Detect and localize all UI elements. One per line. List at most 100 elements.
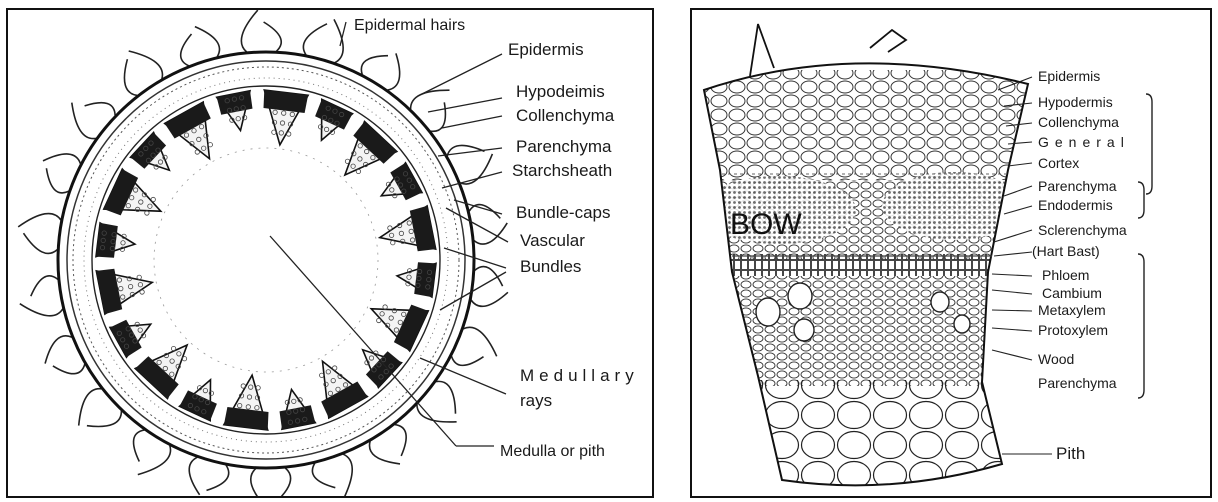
stem-cross-section-diagram: Epidermal hairs Epidermis Hypodeimis Col…	[8, 10, 654, 498]
vascular-bundles-drawing	[96, 90, 436, 430]
r-label-hart-bast: (Hart Bast)	[1032, 243, 1100, 259]
vascular-bundle	[96, 223, 135, 258]
pith-boundary	[154, 148, 378, 372]
epidermal-hair	[388, 53, 400, 90]
epidermal-hair	[463, 327, 496, 356]
r-label-wood: Wood	[1038, 351, 1074, 367]
r-label-pith: Pith	[1056, 444, 1085, 463]
epidermal-hair	[195, 27, 220, 57]
epidermal-hair	[361, 56, 388, 75]
epidermal-hair	[46, 168, 68, 193]
label-parenchyma: Parenchyma	[516, 137, 612, 156]
label-bundles: Bundles	[520, 257, 581, 276]
vascular-bundle	[135, 345, 187, 399]
vascular-bundle	[264, 90, 309, 145]
epidermal-hair	[189, 457, 199, 495]
r-label-sclerenchyma: Sclerenchyma	[1038, 222, 1127, 238]
stem-cross-section-panel: Epidermal hairs Epidermis Hypodeimis Col…	[6, 8, 654, 498]
vascular-bundle	[96, 269, 152, 314]
epidermal-hair	[31, 276, 58, 296]
starchsheath-ring	[92, 86, 440, 434]
epidermal-hair	[303, 24, 327, 55]
vascular-bundle	[224, 375, 269, 430]
epidermal-hair	[20, 304, 63, 316]
epidermal-hair	[24, 233, 58, 253]
label-starchsheath: Starchsheath	[512, 161, 612, 180]
epidermal-hair	[85, 103, 116, 116]
protoxylem-vessel-1	[931, 292, 949, 312]
epidermal-hair	[87, 411, 122, 427]
vascular-bundle	[110, 320, 151, 358]
vascular-bundle	[131, 133, 170, 171]
label-vascular: Vascular	[520, 231, 585, 250]
label-medullary: Medullary	[520, 366, 639, 385]
r-label-parenchyma: Parenchyma	[1038, 178, 1117, 194]
epidermal-hair	[395, 425, 406, 456]
epidermal-hair	[207, 465, 229, 490]
vascular-bundle	[104, 169, 161, 215]
epidermal-hair	[251, 469, 269, 498]
epidermal-hair	[181, 34, 192, 66]
sclerenchyma-cap-right	[882, 172, 1026, 240]
epidermal-hair	[417, 405, 457, 422]
epidermal-hair	[343, 454, 352, 497]
label-medulla-or-pith: Medulla or pith	[500, 443, 605, 460]
epidermal-hair	[460, 154, 492, 184]
label-collenchyma: Collenchyma	[516, 106, 615, 125]
r-label-hypodermis: Hypodermis	[1038, 94, 1113, 110]
r-label-metaxylem: Metaxylem	[1038, 302, 1106, 318]
epidermal-hair-right-2	[870, 30, 906, 52]
right-brackets	[1138, 94, 1152, 398]
epidermal-hair	[312, 463, 335, 488]
protoxylem-vessel-2	[954, 315, 970, 333]
bow-watermark: BOW	[730, 208, 802, 241]
r-label-protoxylem: Protoxylem	[1038, 322, 1108, 338]
epidermal-hair	[471, 292, 508, 306]
pith-tissue	[692, 380, 1052, 498]
metaxylem-vessel-2	[788, 283, 812, 309]
r-label-phloem: Phloem	[1042, 267, 1089, 283]
vascular-bundle	[397, 262, 436, 297]
epidermal-hair	[431, 102, 446, 131]
epidermal-hair-right-1	[750, 24, 774, 76]
metaxylem-vessel-3	[794, 319, 814, 341]
epidermis-ring	[58, 52, 474, 468]
label-bundle-caps: Bundle-caps	[516, 203, 611, 222]
r-label-general: General	[1038, 134, 1130, 150]
epidermal-hair	[264, 22, 282, 51]
r-label-endodermis: Endodermis	[1038, 197, 1113, 213]
r-label-cambium: Cambium	[1042, 285, 1102, 301]
epidermal-hair	[18, 214, 61, 227]
epidermal-hair	[124, 59, 137, 95]
vascular-bundle	[381, 163, 422, 201]
epidermal-hair	[436, 381, 456, 413]
vascular-bundle	[380, 206, 436, 251]
r-label-wood-parenchyma: Parenchyma	[1038, 375, 1117, 391]
vascular-bundle	[363, 350, 402, 388]
epidermal-hair	[138, 446, 171, 475]
stem-sector-diagram: BOW Epidermis Hypodermis Coll	[692, 10, 1212, 498]
collenchyma-ring	[73, 67, 459, 453]
vascular-bundle	[217, 91, 253, 131]
r-label-collenchyma: Collenchyma	[1038, 114, 1119, 130]
epidermal-hair	[369, 441, 400, 464]
epidermal-hair	[43, 154, 81, 164]
epidermal-hair	[452, 356, 484, 365]
parenchyma-ring	[84, 78, 448, 442]
epidermal-hair	[241, 10, 257, 52]
epidermal-hair	[53, 364, 85, 374]
r-label-cortex: Cortex	[1038, 155, 1079, 171]
label-epidermal-hairs: Epidermal hairs	[354, 17, 465, 34]
stem-sector-panel: BOW Epidermis Hypodermis Coll	[690, 8, 1212, 498]
epidermal-hair	[79, 389, 102, 426]
epidermal-hair	[274, 468, 291, 498]
right-labels: Epidermis Hypodermis Collenchyma General…	[1032, 68, 1130, 463]
phloem-tissue	[692, 254, 1052, 276]
vascular-bundle	[165, 102, 213, 159]
label-epidermis: Epidermis	[508, 40, 584, 59]
label-hypodermis: Hypodeimis	[516, 82, 605, 101]
epidermal-hair	[411, 90, 450, 109]
epidermal-hair	[134, 430, 145, 462]
vascular-bundle	[320, 361, 368, 418]
collenchyma-tissue	[692, 70, 1052, 180]
